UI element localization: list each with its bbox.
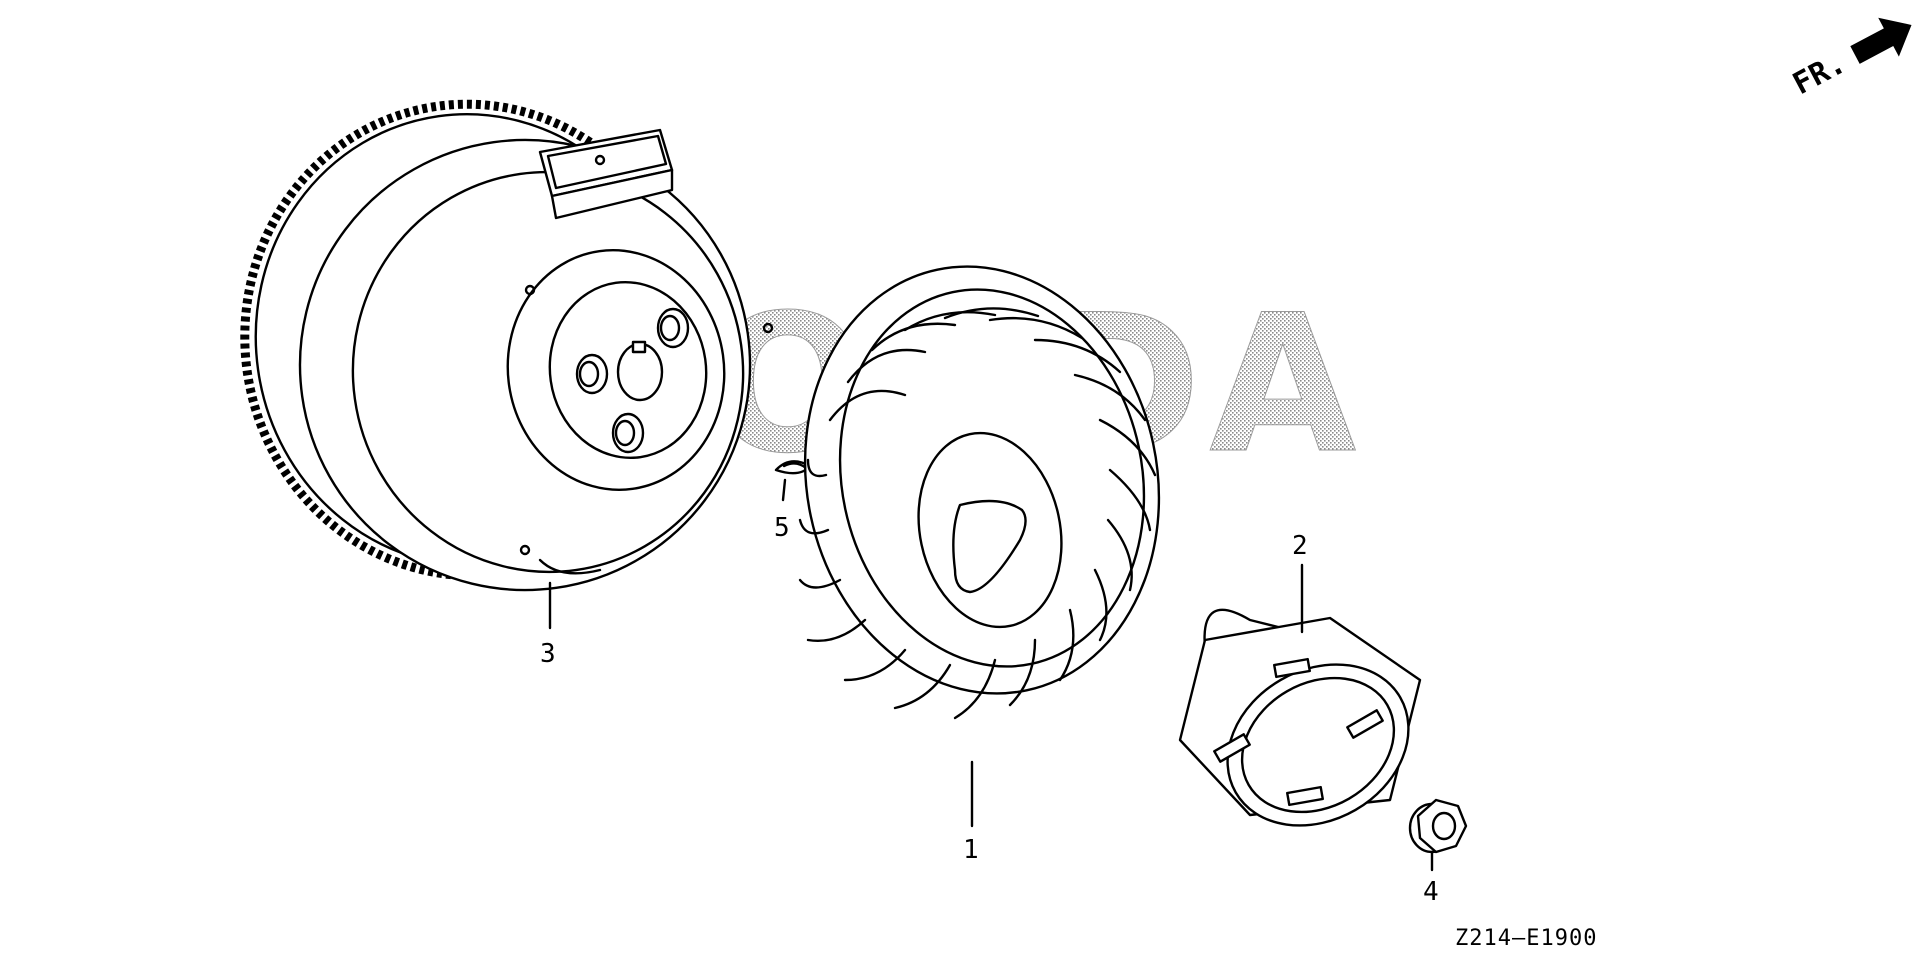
flywheel-part[interactable] <box>214 75 779 619</box>
leader-lines <box>548 478 1434 872</box>
part-number-2: 2 <box>1292 531 1308 561</box>
starter-pulley-part[interactable] <box>1178 608 1438 858</box>
front-direction-indicator: FR. <box>1787 17 1912 102</box>
part-number-4: 4 <box>1423 877 1439 907</box>
flange-nut-part[interactable] <box>1408 798 1468 854</box>
diagram-code: Z214—E1900 <box>1455 926 1597 951</box>
part-number-1: 1 <box>963 835 979 865</box>
fan-blades <box>798 307 1157 720</box>
front-direction-label: FR. <box>1787 46 1851 102</box>
front-arrow-icon <box>1850 17 1912 64</box>
leader-line-5 <box>781 478 787 502</box>
part-number-5: 5 <box>774 513 790 543</box>
cooling-fan-part[interactable] <box>766 233 1198 726</box>
part-number-3: 3 <box>540 639 556 669</box>
